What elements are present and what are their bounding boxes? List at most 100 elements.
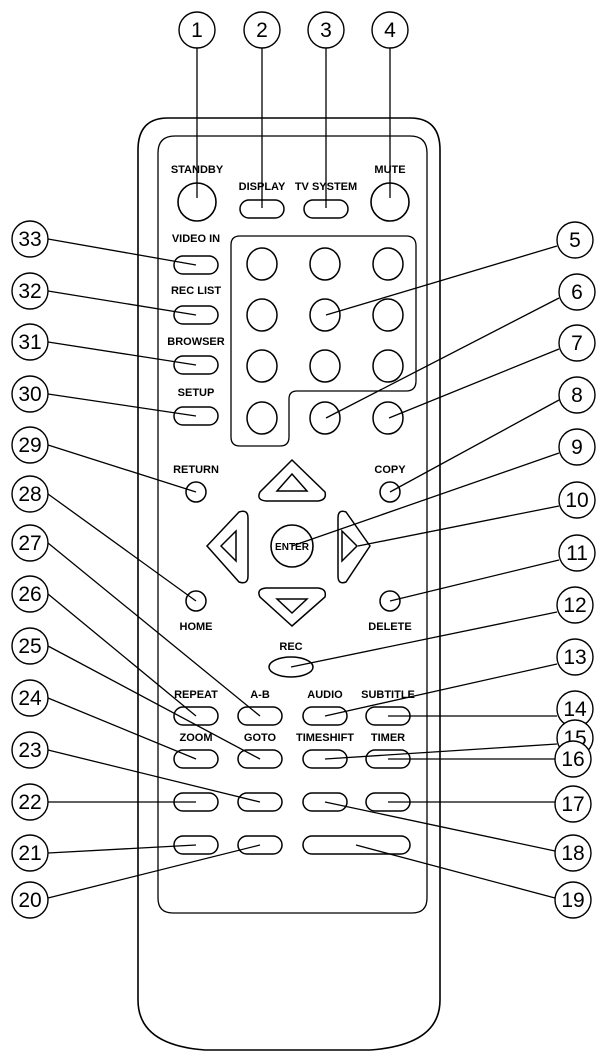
callout-8: 8 xyxy=(558,376,596,414)
numpad-key[interactable] xyxy=(246,298,278,332)
callout-26: 26 xyxy=(11,575,49,613)
callout-number: 17 xyxy=(561,793,584,816)
leader-line xyxy=(325,245,558,316)
callout-number: 24 xyxy=(18,687,42,710)
leader-line xyxy=(357,505,560,547)
callout-2: 2 xyxy=(243,11,281,49)
numpad-key[interactable] xyxy=(309,298,341,332)
numpad-key[interactable] xyxy=(246,401,278,435)
audio-label: AUDIO xyxy=(307,689,343,701)
browser-label: BROWSER xyxy=(167,336,225,348)
nav-up-button[interactable] xyxy=(258,458,327,502)
callout-number: 21 xyxy=(18,842,41,865)
repeat-label: REPEAT xyxy=(174,689,218,701)
callout-18: 18 xyxy=(554,834,592,872)
callout-22: 22 xyxy=(11,783,49,821)
enter-label: ENTER xyxy=(275,542,310,553)
callout-29: 29 xyxy=(11,426,49,464)
callout-number: 1 xyxy=(191,19,203,42)
numpad-key[interactable] xyxy=(372,401,404,435)
callout-number: 4 xyxy=(384,19,396,42)
callout-number: 8 xyxy=(571,384,583,407)
leader-line xyxy=(355,844,556,899)
callout-7: 7 xyxy=(558,324,596,362)
leader-line xyxy=(47,749,261,803)
arrow-down-icon xyxy=(275,598,309,615)
numpad-frame xyxy=(230,235,417,447)
leader-line xyxy=(388,348,560,419)
callout-number: 16 xyxy=(561,748,584,771)
numpad-key[interactable] xyxy=(309,401,341,435)
callout-number: 6 xyxy=(571,281,583,304)
callout-number: 26 xyxy=(18,583,41,606)
callout-number: 19 xyxy=(561,889,584,912)
numpad-key[interactable] xyxy=(309,247,341,281)
numpad-key[interactable] xyxy=(246,349,278,383)
callout-28: 28 xyxy=(11,475,49,513)
leader-line xyxy=(389,559,560,602)
callout-number: 22 xyxy=(18,791,41,814)
leader-line xyxy=(47,238,197,266)
goto-label: GOTO xyxy=(244,732,277,744)
leader-line xyxy=(47,393,197,417)
callout-9: 9 xyxy=(558,428,596,466)
callouts: 1 2 3 4 5 6 7 8 9 10 11 12 13 14 15 16 1… xyxy=(11,11,596,919)
remote-inner-panel xyxy=(157,135,428,914)
callout-number: 5 xyxy=(569,229,581,252)
callout-30: 30 xyxy=(11,375,49,413)
callout-number: 28 xyxy=(18,483,41,506)
callout-11: 11 xyxy=(558,534,596,572)
callout-number: 25 xyxy=(18,635,41,658)
callout-25: 25 xyxy=(11,627,49,665)
leader-line xyxy=(389,399,560,493)
callout-3: 3 xyxy=(307,11,345,49)
callout-27: 27 xyxy=(11,524,49,562)
leader-line xyxy=(47,844,261,899)
copy-label: COPY xyxy=(374,464,406,476)
callout-13: 13 xyxy=(556,638,594,676)
callout-12: 12 xyxy=(556,586,594,624)
a-b-label: A-B xyxy=(250,689,270,701)
remote-outer-body xyxy=(137,117,441,1051)
numpad-key[interactable] xyxy=(372,349,404,383)
leader-line xyxy=(325,297,560,419)
callout-16: 16 xyxy=(554,740,592,778)
callout-32: 32 xyxy=(11,272,49,310)
callout-6: 6 xyxy=(558,273,596,311)
callout-number: 32 xyxy=(18,280,41,303)
leader-line xyxy=(324,663,558,717)
leader-line xyxy=(47,444,197,493)
callout-number: 13 xyxy=(563,646,586,669)
delete-label: DELETE xyxy=(368,621,411,633)
callout-number: 30 xyxy=(18,383,41,406)
callout-number: 2 xyxy=(256,19,268,42)
leader-line xyxy=(324,743,558,760)
callout-number: 27 xyxy=(18,532,41,555)
numpad-key[interactable] xyxy=(246,247,278,281)
leader-line xyxy=(47,493,197,602)
leader-line xyxy=(47,542,261,717)
nav-left-button[interactable] xyxy=(205,510,249,584)
callout-number: 12 xyxy=(563,594,586,617)
callout-4: 4 xyxy=(371,11,409,49)
rec-list-label: REC LIST xyxy=(171,285,221,297)
video-in-label: VIDEO IN xyxy=(172,233,220,245)
numpad-key[interactable] xyxy=(372,298,404,332)
leader-line xyxy=(324,801,556,852)
zoom-label: ZOOM xyxy=(180,732,213,744)
nav-down-button[interactable] xyxy=(258,587,327,628)
callout-number: 31 xyxy=(18,331,41,354)
leader-line xyxy=(291,452,560,547)
leader-line xyxy=(47,844,197,854)
leader-line xyxy=(47,341,197,366)
callout-10: 10 xyxy=(558,481,596,519)
numpad-key[interactable] xyxy=(372,247,404,281)
callout-number: 3 xyxy=(320,19,332,42)
nav-right-button[interactable] xyxy=(337,510,371,584)
leader-line xyxy=(290,611,558,668)
callout-19: 19 xyxy=(554,881,592,919)
numpad-key[interactable] xyxy=(309,349,341,383)
subtitle-label: SUBTITLE xyxy=(361,689,415,701)
callout-number: 11 xyxy=(566,542,588,565)
